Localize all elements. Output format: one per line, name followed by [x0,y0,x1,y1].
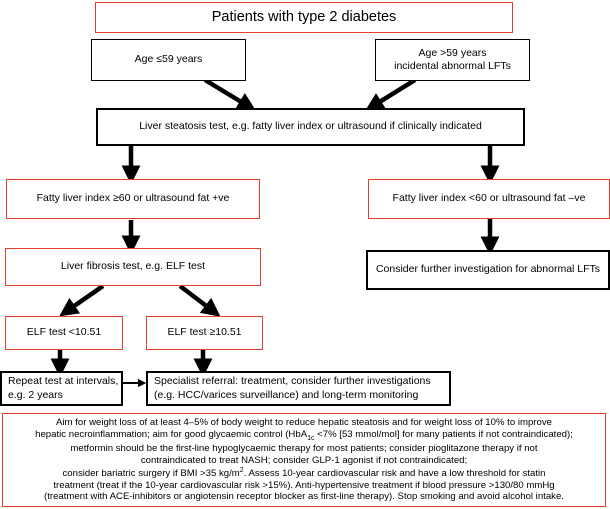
advice-line-2a: hepatic necroinflammation; aim for good … [35,428,308,440]
further-investigation-box: Consider further investigation for abnor… [366,250,610,290]
elf-low-label: ELF test <10.51 [26,326,102,339]
advice-line-6: treatment (treat if the 10-year cardiova… [53,479,555,491]
age-low-box: Age ≤59 years [91,39,246,81]
elf-low-box: ELF test <10.51 [5,316,123,350]
repeat-test-box: Repeat test at intervals, e.g. 2 years [0,371,123,406]
age-high-line2: incidental abnormal LFTs [394,60,511,72]
specialist-referral-box: Specialist referral: treatment, consider… [146,371,451,406]
elf-high-box: ELF test ≥10.51 [146,316,263,350]
arrow-fibrosis-to-elf-low [59,284,105,317]
age-low-label: Age ≤59 years [134,53,203,66]
page-title: Patients with type 2 diabetes [211,9,397,26]
repeat-test-label: Repeat test at intervals, e.g. 2 years [8,375,118,401]
fli-low-box: Fatty liver index <60 or ultrasound fat … [368,179,610,219]
advice-line-4: contraindicated to treat NASH; consider … [140,454,468,466]
title-box: Patients with type 2 diabetes [95,2,513,33]
repeat-test-line2: e.g. 2 years [8,388,63,401]
fibrosis-test-box: Liver fibrosis test, e.g. ELF test [5,248,261,286]
fli-low-label: Fatty liver index <60 or ultrasound fat … [392,192,586,205]
age-high-line1: Age >59 years [418,46,487,59]
advice-line-5b: . Assess 10-year cardiovascular risk and… [243,467,546,479]
specialist-line1: Specialist referral: treatment, consider… [154,375,431,388]
arrow-age-high-to-steatosis [364,78,417,111]
advice-line-5a: consider bariatric surgery if BMI >35 kg… [62,467,240,479]
fibrosis-test-label: Liver fibrosis test, e.g. ELF test [60,260,206,273]
advice-text: Aim for weight loss of at least 4–5% of … [35,417,573,503]
further-investigation-label: Consider further investigation for abnor… [375,263,601,276]
advice-line-2b: <7% [53 mmol/mol] for many patients if n… [314,428,573,440]
lifestyle-advice-box: Aim for weight loss of at least 4–5% of … [2,413,606,507]
elf-high-label: ELF test ≥10.51 [167,326,242,339]
steatosis-test-box: Liver steatosis test, e.g. fatty liver i… [96,108,525,146]
specialist-referral-label: Specialist referral: treatment, consider… [154,375,431,401]
advice-line-1: Aim for weight loss of at least 4–5% of … [56,417,552,429]
advice-line-2: hepatic necroinflammation; aim for good … [35,429,573,443]
advice-line-5: consider bariatric surgery if BMI >35 kg… [35,467,573,480]
fli-high-label: Fatty liver index ≥60 or ultrasound fat … [36,192,230,205]
arrow-age-low-to-steatosis [203,78,257,111]
age-high-label: Age >59 years incidental abnormal LFTs [394,47,511,73]
repeat-test-line1: Repeat test at intervals, [8,375,119,388]
arrow-fibrosis-to-elf-high [178,284,221,317]
age-high-box: Age >59 years incidental abnormal LFTs [375,39,530,81]
fli-high-box: Fatty liver index ≥60 or ultrasound fat … [6,179,260,219]
advice-line-3: metformin should be the first-line hypog… [70,443,538,455]
specialist-line2: (e.g. HCC/varices surveillance) and long… [154,388,419,401]
steatosis-test-label: Liver steatosis test, e.g. fatty liver i… [139,120,482,133]
advice-line-7: (treatment with ACE-inhibitors or angiot… [44,491,564,503]
bmi-superscript: 2 [239,466,244,474]
hba1c-subscript: 1c [307,434,315,442]
